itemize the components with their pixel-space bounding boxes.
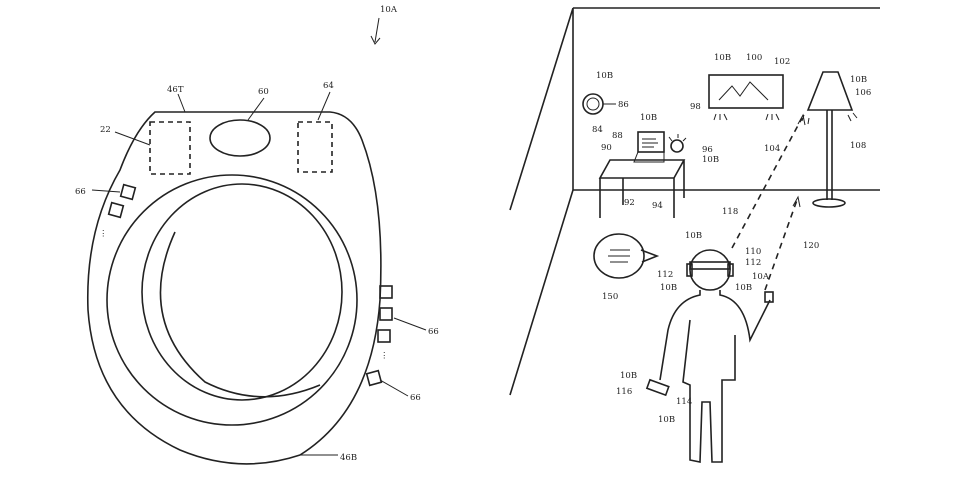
label: 116 xyxy=(616,387,632,397)
label: 100 xyxy=(746,53,762,63)
room-scene-figure: 10B 86 84 10B 88 90 98 96 10B 92 94 10B … xyxy=(509,7,880,463)
sensor-66 xyxy=(119,183,137,201)
label: 90 xyxy=(601,143,612,153)
label: 46T xyxy=(167,85,184,95)
label: 64 xyxy=(323,81,334,91)
headset-110 xyxy=(689,261,731,270)
label: 106 xyxy=(855,88,871,98)
label: 10B xyxy=(596,71,613,81)
label: 10B xyxy=(660,283,677,293)
label: 60 xyxy=(258,87,269,97)
desk xyxy=(598,159,686,218)
label: 22 xyxy=(100,125,111,135)
ring-inner-hole xyxy=(141,183,343,401)
label: 114 xyxy=(676,397,692,407)
label: 66 xyxy=(75,187,86,197)
component-64 xyxy=(297,121,333,173)
label: 10B xyxy=(702,155,719,165)
label: 150 xyxy=(602,292,618,302)
label: 110 xyxy=(745,247,761,257)
display-100 xyxy=(708,74,784,109)
component-22 xyxy=(149,121,191,175)
sensor-66 xyxy=(365,369,383,387)
label: 92 xyxy=(624,198,635,208)
phone-116 xyxy=(645,378,670,397)
label: 10B xyxy=(735,283,752,293)
svg-text:⋮: ⋮ xyxy=(99,229,108,239)
speech-bubble-150 xyxy=(593,233,645,279)
label: 118 xyxy=(722,207,738,217)
label: 10B xyxy=(685,231,702,241)
label: 10B xyxy=(714,53,731,63)
ring-band xyxy=(106,174,358,426)
sensor-66 xyxy=(377,329,391,343)
label: 10B xyxy=(620,371,637,381)
label: 112 xyxy=(657,270,673,280)
label: 84 xyxy=(592,125,603,135)
label: 10B xyxy=(850,75,867,85)
sensor-66 xyxy=(379,285,393,299)
dashed-line-118 xyxy=(731,117,803,249)
label: 120 xyxy=(803,241,819,251)
lamp-106 xyxy=(806,71,854,111)
user-body xyxy=(659,290,771,463)
label: 10A xyxy=(380,5,398,15)
label: 86 xyxy=(618,100,629,110)
ring-10A xyxy=(764,291,774,303)
label: 46B xyxy=(340,453,357,463)
light-96 xyxy=(670,139,684,153)
label: 108 xyxy=(850,141,866,151)
ring-device-figure: ⋮ ⋮ 10A 46T 60 64 22 66 66 66 46B xyxy=(75,5,439,465)
sensor-66 xyxy=(379,307,393,321)
label: 96 xyxy=(702,145,713,155)
label: 88 xyxy=(612,131,623,141)
svg-text:⋮: ⋮ xyxy=(380,351,389,361)
ring-outer-body xyxy=(86,111,382,465)
label: 66 xyxy=(410,393,421,403)
thermostat-84 xyxy=(582,93,604,115)
label: 94 xyxy=(652,201,663,211)
label: 10A xyxy=(752,272,770,282)
laptop-88 xyxy=(637,131,665,153)
labels: 10B 86 84 10B 88 90 98 96 10B 92 94 10B … xyxy=(592,53,871,425)
dashed-line-120 xyxy=(764,199,798,291)
label: 10B xyxy=(658,415,675,425)
user-head xyxy=(689,249,731,291)
label: 66 xyxy=(428,327,439,337)
sensor-66 xyxy=(107,201,125,219)
label: 10B xyxy=(640,113,657,123)
component-60 xyxy=(209,119,271,157)
label: 98 xyxy=(690,102,701,112)
label: 104 xyxy=(764,144,780,154)
label: 112 xyxy=(745,258,761,268)
label: 102 xyxy=(774,57,790,67)
ring-inner-crescent xyxy=(159,231,321,398)
room-walls xyxy=(509,7,880,396)
